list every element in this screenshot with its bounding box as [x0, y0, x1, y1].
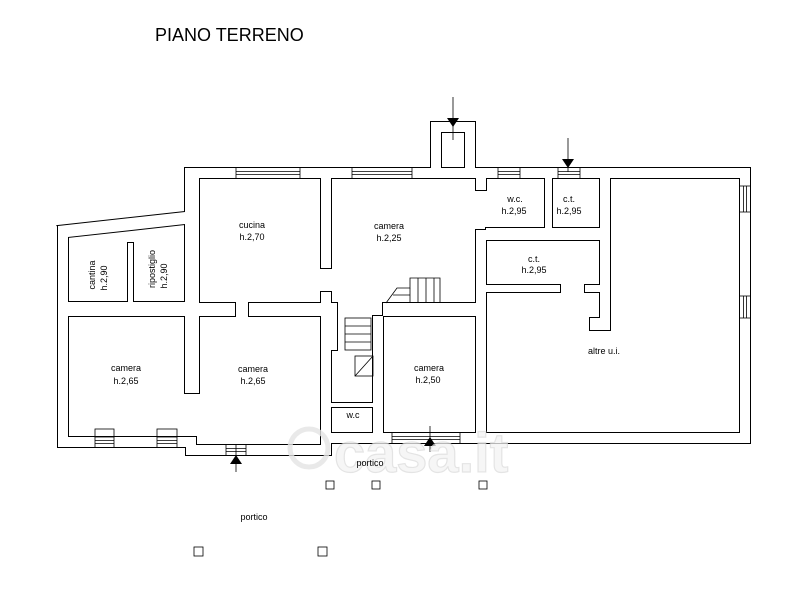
window [94, 437, 115, 447]
window [351, 168, 413, 178]
window [497, 168, 521, 178]
windows [94, 168, 750, 455]
wall [486, 228, 610, 240]
wall [585, 285, 600, 292]
entrance-marker-west [230, 444, 242, 472]
wall [128, 243, 133, 302]
room-height-camera-west: h.2,65 [113, 376, 138, 386]
pillar [193, 546, 204, 557]
marker-arrow [424, 437, 436, 446]
room-height-camera-north: h.2,25 [376, 233, 401, 243]
watermark-logo [287, 426, 331, 470]
plan-title: PIANO TERRENO [155, 25, 304, 45]
wall [373, 316, 383, 433]
wall [58, 437, 196, 447]
room-label-camera-west: camera [111, 363, 141, 373]
wall [590, 318, 600, 330]
wall [331, 403, 373, 407]
window [740, 295, 750, 319]
wall [186, 437, 196, 455]
room-height-camera-east: h.2,50 [415, 375, 440, 385]
wall [321, 178, 331, 268]
entrance-marker-east [424, 426, 436, 452]
stair-outline [385, 277, 441, 304]
utility-box [354, 355, 374, 377]
room-label-ct-middle: c.t. [528, 254, 540, 264]
pillar [478, 480, 488, 490]
room-label-camera-east: camera [414, 363, 444, 373]
stairwell [344, 317, 374, 377]
portico-label-near: portico [356, 458, 383, 468]
room-height-cantina: h.2,90 [99, 265, 109, 290]
pillar [371, 480, 381, 490]
room-label-ct-north: c.t. [563, 194, 575, 204]
walls-fill [58, 122, 750, 455]
window-sill [94, 428, 115, 438]
room-height-cucina: h.2,70 [239, 232, 264, 242]
portico-pillars [193, 480, 488, 557]
wall [331, 303, 337, 350]
window [391, 433, 461, 443]
wall [199, 303, 235, 316]
wall [196, 445, 331, 455]
room-label-camera-center: camera [238, 364, 268, 374]
window [156, 437, 178, 447]
wall [431, 122, 441, 178]
pillar [325, 480, 335, 490]
wall [545, 178, 552, 228]
window-sill [156, 428, 178, 438]
utility-box-diagonal [354, 355, 374, 377]
wall [185, 168, 199, 393]
wall [68, 302, 186, 316]
room-label-cucina: cucina [239, 220, 265, 230]
wall [465, 122, 475, 178]
window [557, 168, 581, 178]
watermark-text: casa.it [334, 421, 508, 484]
room-height-ripostiglio: h.2,90 [159, 263, 169, 288]
staircase [385, 277, 441, 304]
wall [58, 226, 68, 447]
room-label-wc-north: w.c. [506, 194, 523, 204]
room-height-camera-center: h.2,65 [240, 376, 265, 386]
wall [476, 230, 486, 443]
room-height-wc-north: h.2,95 [501, 206, 526, 216]
wall [321, 292, 331, 455]
wall [486, 285, 560, 292]
section-marker-north [447, 97, 459, 140]
wall [476, 178, 486, 190]
window [740, 185, 750, 213]
room-label-ripostiglio: ripostiglio [147, 250, 157, 288]
marker-arrow [447, 118, 459, 127]
room-height-ct-north: h.2,95 [556, 206, 581, 216]
room-label-other-units: altre u.i. [588, 346, 620, 356]
room-label-wc-south: w.c [345, 410, 360, 420]
room-height-ct-middle: h.2,95 [521, 265, 546, 275]
room-label-camera-north: camera [374, 221, 404, 231]
window [235, 168, 301, 178]
wall [600, 178, 610, 330]
west-slanted-wall [58, 212, 185, 237]
marker-arrow [562, 159, 574, 168]
wall [383, 303, 476, 316]
marker-arrow [230, 455, 242, 464]
wall [249, 303, 321, 316]
watermark: casa.it [287, 420, 509, 485]
section-marker-ct [562, 138, 574, 172]
wall [740, 168, 750, 443]
pillar [317, 546, 328, 557]
wall [321, 433, 750, 443]
portico-label-far: portico [240, 512, 267, 522]
room-label-cantina: cantina [87, 260, 97, 289]
